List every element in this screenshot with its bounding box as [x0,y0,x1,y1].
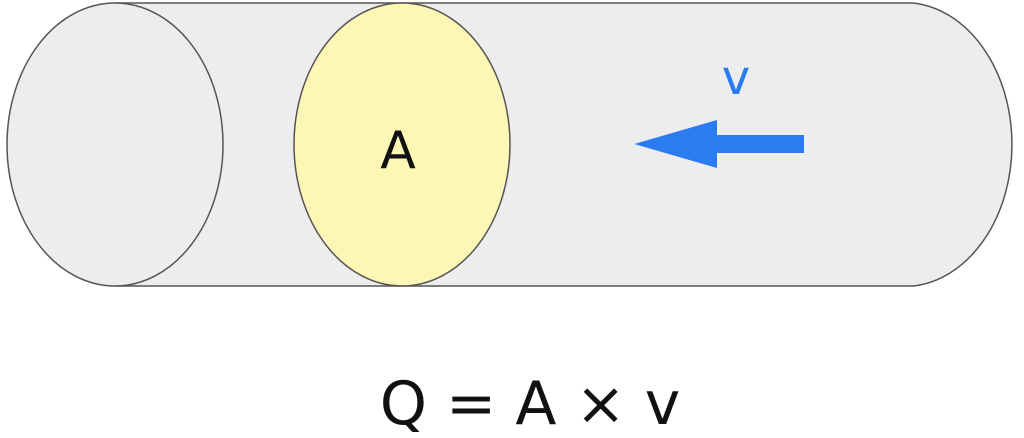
cross-section-area [293,2,511,287]
area-label: A [380,121,416,181]
pipe-body [114,2,1013,287]
pipe-left-end-face [6,2,224,287]
velocity-label: v [722,50,750,106]
flow-rate-formula: Q = A × v [380,369,681,438]
velocity-arrow-icon [634,120,804,168]
